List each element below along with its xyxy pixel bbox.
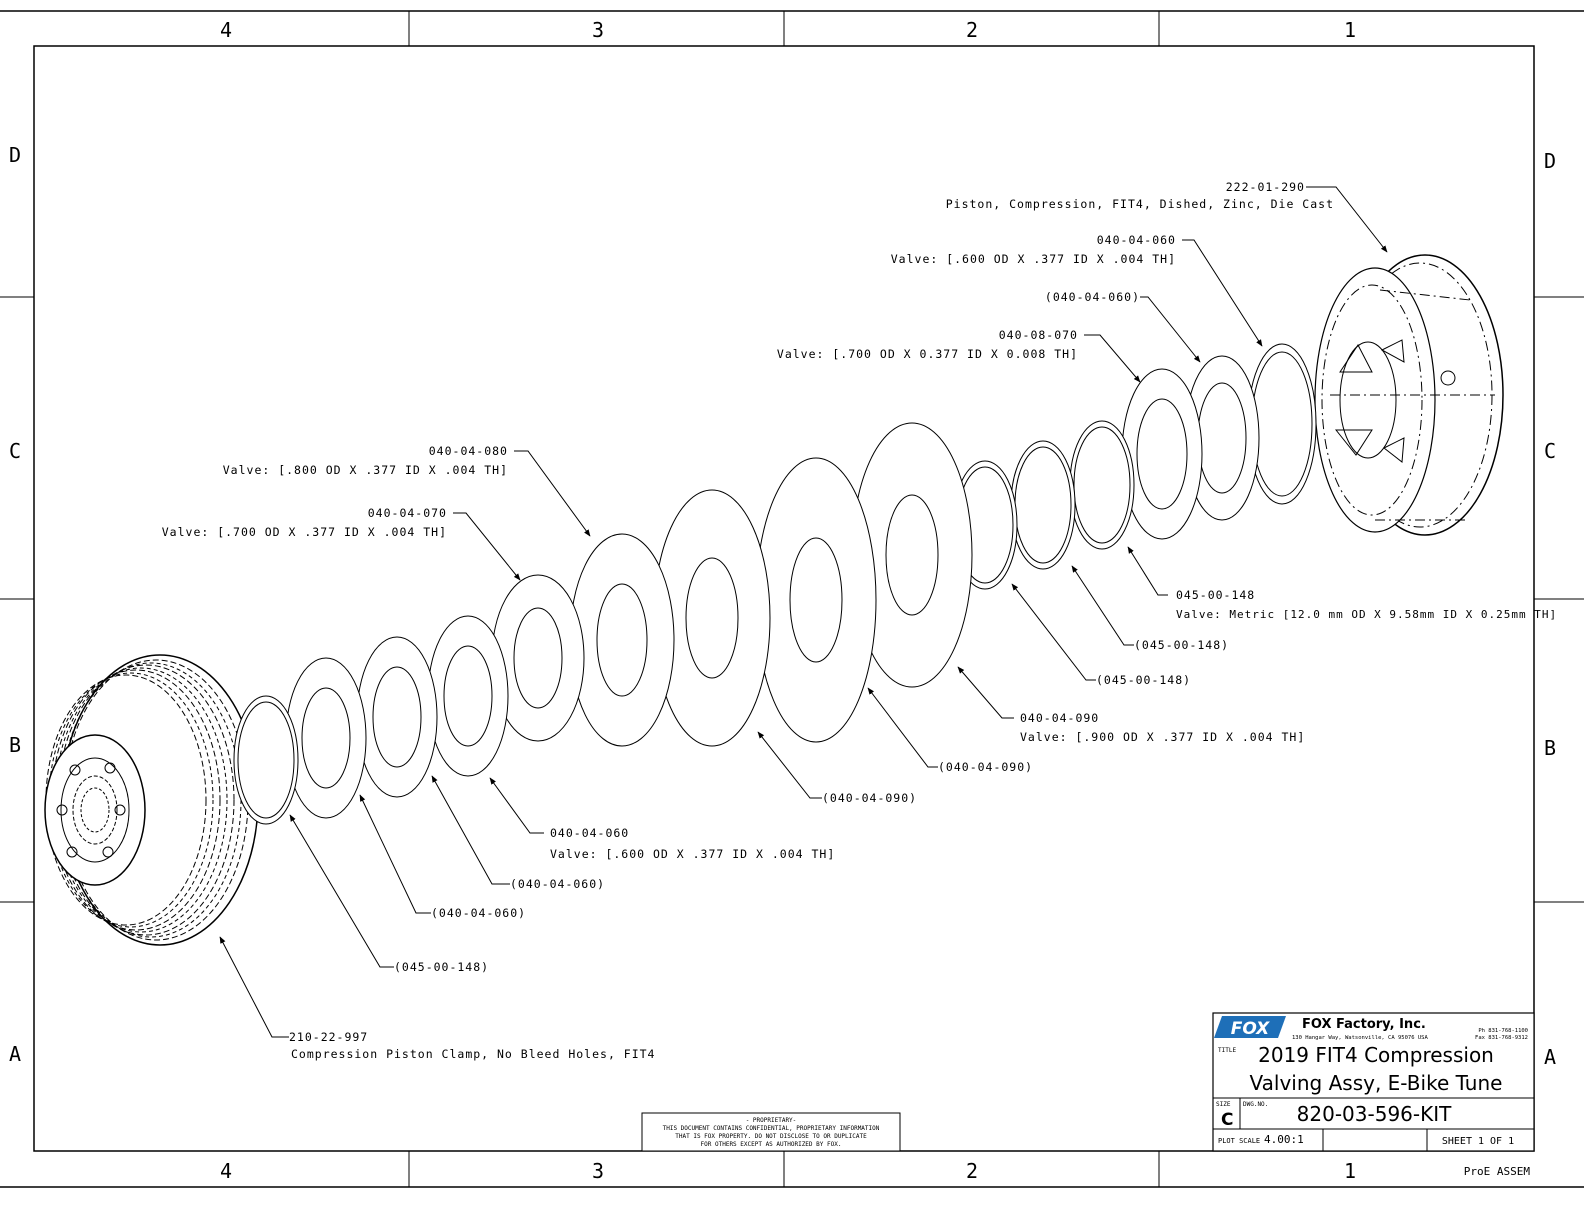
shim-c6	[491, 574, 585, 742]
plot-scale-label: PLOT SCALE	[1218, 1137, 1260, 1145]
callout-shim-pn: 040-04-080	[429, 444, 508, 458]
shim-c5	[569, 533, 675, 747]
company-fax: Fax 831-768-9312	[1475, 1035, 1528, 1041]
zone-left-C: C	[9, 439, 21, 463]
title-line-1: 2019 FIT4 Compression	[1258, 1043, 1494, 1067]
zone-bottom-2: 2	[966, 1159, 978, 1183]
shim-c7	[1069, 420, 1135, 550]
callout-shim-pn: (045-00-148)	[394, 960, 489, 974]
shim-c4	[1121, 368, 1203, 540]
fox-logo-text: FOX	[1231, 1019, 1270, 1039]
footer-note: ProE ASSEM	[1464, 1165, 1531, 1178]
zone-top-2: 2	[966, 18, 978, 42]
proprietary-notice: - PROPRIETARY- THIS DOCUMENT CONTAINS CO…	[641, 1112, 901, 1152]
callout-shim-pn: 040-04-060	[1097, 233, 1176, 247]
callout-shim-desc: Valve: [.600 OD X .377 ID X .004 TH]	[550, 847, 835, 861]
zone-left-B: B	[9, 733, 21, 757]
plot-scale-value: 4.00:1	[1264, 1133, 1304, 1146]
shim-c8	[1010, 440, 1076, 570]
callout-shim-pn: 040-08-070	[999, 328, 1078, 342]
size-value: C	[1221, 1110, 1233, 1130]
title-block: FOX FOX Factory, Inc. 130 Hangar Way, Wa…	[1212, 1012, 1535, 1178]
company-address: 130 Hangar Way, Watsonville, CA 95076 US…	[1292, 1035, 1428, 1041]
callout-piston-desc: Piston, Compression, FIT4, Dished, Zinc,…	[946, 197, 1334, 211]
callout-shim-pn: (045-00-148)	[1096, 673, 1191, 687]
company-name: FOX Factory, Inc.	[1302, 1017, 1426, 1032]
callout-labels: 222-01-290 Piston, Compression, FIT4, Di…	[162, 180, 1557, 1061]
title-label: TITLE	[1218, 1047, 1236, 1054]
zone-bottom-3: 3	[592, 1159, 604, 1183]
proprietary-line: FOR OTHERS EXCEPT AS AUTHORIZED BY FOX.	[701, 1141, 842, 1148]
proprietary-heading: - PROPRIETARY-	[746, 1117, 797, 1124]
callout-shim-pn: 040-04-090	[1020, 711, 1099, 725]
callout-piston-pn: 222-01-290	[1226, 180, 1305, 194]
callout-shim-pn: (040-04-060)	[431, 906, 526, 920]
callout-shim-desc: Valve: [.800 OD X .377 ID X .004 TH]	[223, 463, 508, 477]
callout-shim-desc: Valve: [.700 OD X .377 ID X .004 TH]	[162, 525, 447, 539]
callout-shim-desc: Valve: [.600 OD X .377 ID X .004 TH]	[891, 252, 1176, 266]
callout-shim-desc: Valve: Metric [12.0 mm OD X 9.58mm ID X …	[1176, 608, 1557, 621]
shim-c10	[851, 422, 973, 688]
zone-bottom-4: 4	[220, 1159, 232, 1183]
shim-c2	[1247, 343, 1317, 505]
piston-clamp-part	[44, 654, 259, 946]
shim-c15	[285, 657, 367, 819]
callout-shim-pn: (040-04-060)	[510, 877, 605, 891]
callout-shim-pn: (045-00-148)	[1134, 638, 1229, 652]
sheet-number: SHEET 1 OF 1	[1442, 1136, 1514, 1147]
callout-shim-pn: 045-00-148	[1176, 588, 1255, 602]
callout-shim-pn: 040-04-070	[368, 506, 447, 520]
zone-top-4: 4	[220, 18, 232, 42]
shim-c13	[427, 615, 509, 777]
size-label: SIZE	[1216, 1101, 1231, 1108]
callout-shim-pn: 040-04-060	[550, 826, 629, 840]
proprietary-line: THIS DOCUMENT CONTAINS CONFIDENTIAL, PRO…	[663, 1125, 880, 1132]
proprietary-line: THAT IS FOX PROPERTY. DO NOT DISCLOSE TO…	[675, 1133, 867, 1140]
dwg-no: 820-03-596-KIT	[1297, 1102, 1452, 1126]
shim-stack	[233, 343, 1317, 825]
zone-labels: 4 3 2 1 4 3 2 1 D C B A D C B A	[9, 18, 1556, 1183]
callout-shim-pn: (040-04-060)	[1045, 290, 1140, 304]
company-phone: Ph 831-768-1100	[1478, 1028, 1528, 1034]
callout-shim-pn: (040-04-090)	[822, 791, 917, 805]
shim-c11	[755, 457, 877, 743]
zone-right-C: C	[1544, 439, 1556, 463]
callout-clamp-desc: Compression Piston Clamp, No Bleed Holes…	[291, 1047, 656, 1061]
zone-top-3: 3	[592, 18, 604, 42]
leader-lines	[219, 186, 1388, 1038]
dwg-no-label: DWG.NO.	[1243, 1101, 1268, 1108]
compression-piston-part	[1314, 254, 1504, 536]
callout-clamp-pn: 210-22-997	[289, 1030, 368, 1044]
zone-right-B: B	[1544, 736, 1556, 760]
zone-right-D: D	[1544, 149, 1556, 173]
zone-left-D: D	[9, 143, 21, 167]
fox-logo: FOX	[1214, 1016, 1286, 1039]
zone-left-A: A	[9, 1042, 21, 1066]
shim-c14	[356, 636, 438, 798]
shim-c16	[233, 695, 299, 825]
zone-bottom-1: 1	[1344, 1159, 1356, 1183]
callout-shim-pn: (040-04-090)	[938, 760, 1033, 774]
callout-shim-desc: Valve: [.700 OD X 0.377 ID X 0.008 TH]	[777, 347, 1078, 361]
callout-shim-desc: Valve: [.900 OD X .377 ID X .004 TH]	[1020, 730, 1305, 744]
zone-top-1: 1	[1344, 18, 1356, 42]
zone-right-A: A	[1544, 1045, 1556, 1069]
title-line-2: Valving Assy, E-Bike Tune	[1250, 1071, 1503, 1095]
